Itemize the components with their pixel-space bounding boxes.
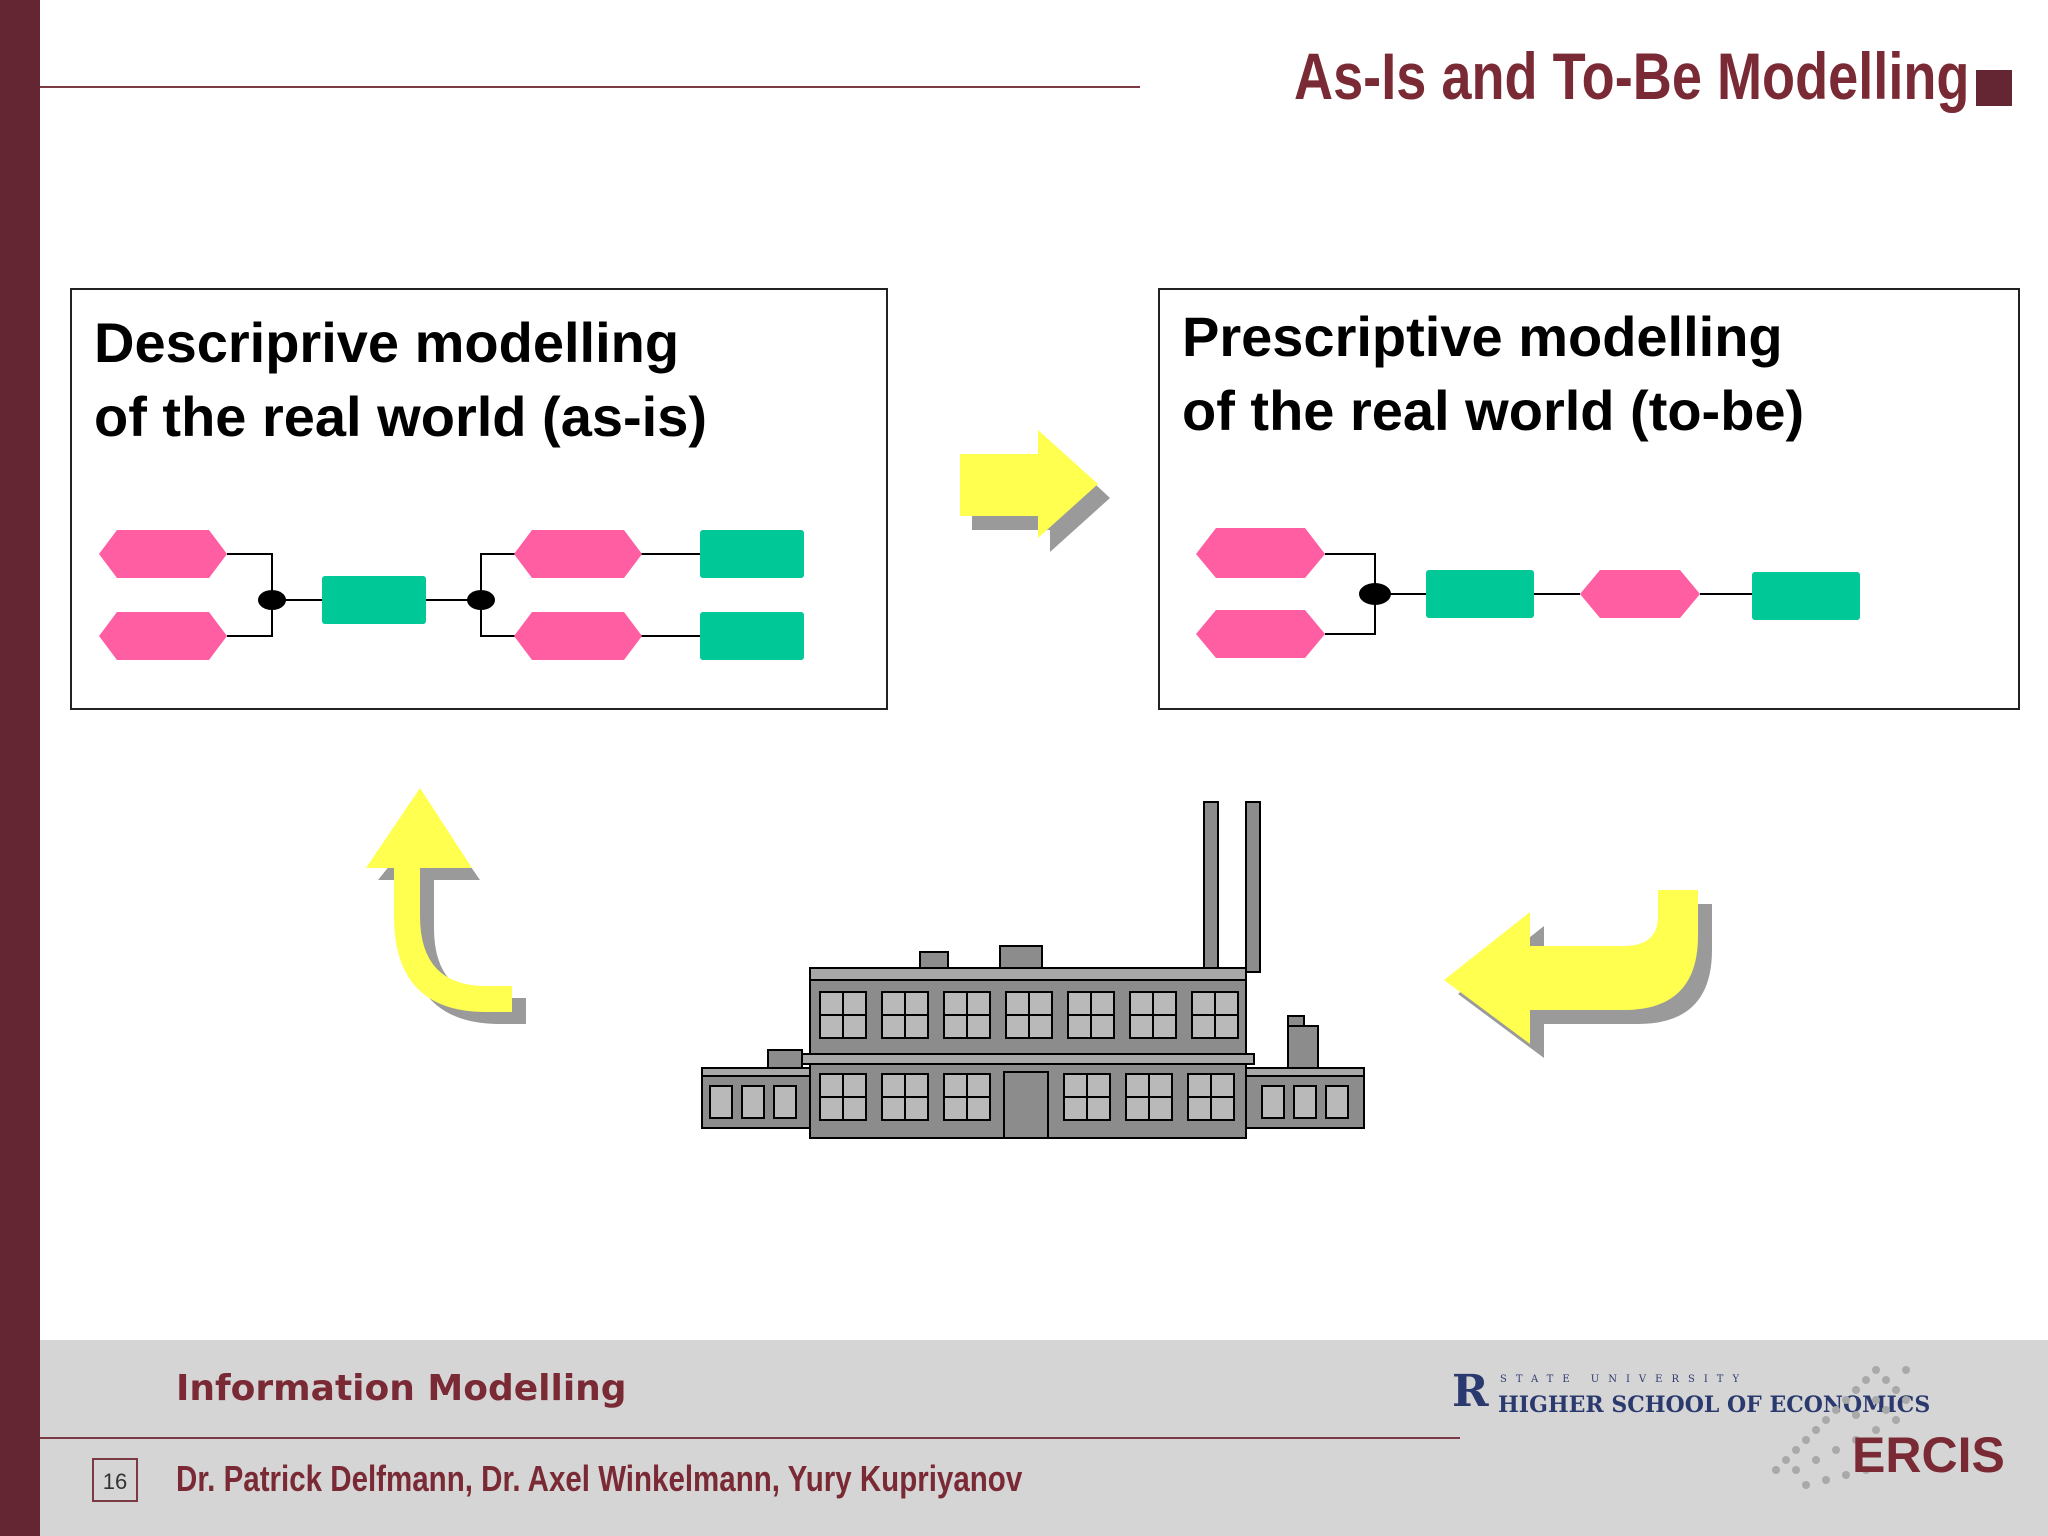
connector-dot	[1359, 583, 1391, 605]
university-line1: STATE UNIVERSITY	[1500, 1374, 1749, 1385]
function-shape	[322, 576, 426, 624]
as-is-box: Descriprive modelling of the real world …	[70, 288, 888, 710]
arrow-up-icon	[366, 788, 526, 1024]
sidebar-accent-bar	[0, 0, 40, 1536]
as-is-process-diagram	[99, 530, 804, 660]
event-shape	[1580, 570, 1700, 618]
connector-dot	[467, 590, 495, 610]
ercis-logo: ERCIS	[1852, 1427, 2005, 1483]
function-shape	[1752, 572, 1860, 620]
course-title: Information Modelling	[176, 1368, 627, 1409]
connector-dot	[258, 590, 286, 610]
title-square-icon	[1976, 70, 2012, 106]
europe-map-icon	[1772, 1366, 1910, 1489]
factory-icon	[701, 801, 1365, 1139]
function-shape	[700, 612, 804, 660]
page-number: 16	[92, 1458, 138, 1502]
function-shape	[1426, 570, 1534, 618]
event-shape	[99, 612, 227, 660]
header-rule	[40, 86, 1140, 88]
event-shape	[99, 530, 227, 578]
svg-text:R: R	[1452, 1366, 1489, 1417]
event-shape	[514, 612, 642, 660]
hse-logo-icon: R	[1452, 1366, 1489, 1417]
event-shape	[514, 530, 642, 578]
arrow-right-icon	[960, 430, 1110, 552]
footer-rule	[40, 1437, 1460, 1439]
to-be-heading: Prescriptive modelling of the real world…	[1182, 300, 1804, 448]
to-be-heading-line1: Prescriptive modelling	[1182, 305, 1783, 368]
event-shape	[1196, 610, 1325, 658]
event-shape	[1196, 528, 1325, 578]
to-be-process-diagram	[1196, 528, 1860, 658]
function-shape	[700, 530, 804, 578]
as-is-heading-line1: Descriprive modelling	[94, 311, 680, 374]
slide-title: As-Is and To-Be Modelling	[1294, 39, 1970, 113]
to-be-box: Prescriptive modelling of the real world…	[1158, 288, 2020, 710]
as-is-heading: Descriprive modelling of the real world …	[94, 306, 707, 454]
authors: Dr. Patrick Delfmann, Dr. Axel Winkelman…	[176, 1458, 1023, 1499]
to-be-heading-line2: of the real world (to-be)	[1182, 379, 1805, 442]
arrow-left-icon	[1444, 890, 1712, 1058]
as-is-heading-line2: of the real world (as-is)	[94, 385, 707, 448]
